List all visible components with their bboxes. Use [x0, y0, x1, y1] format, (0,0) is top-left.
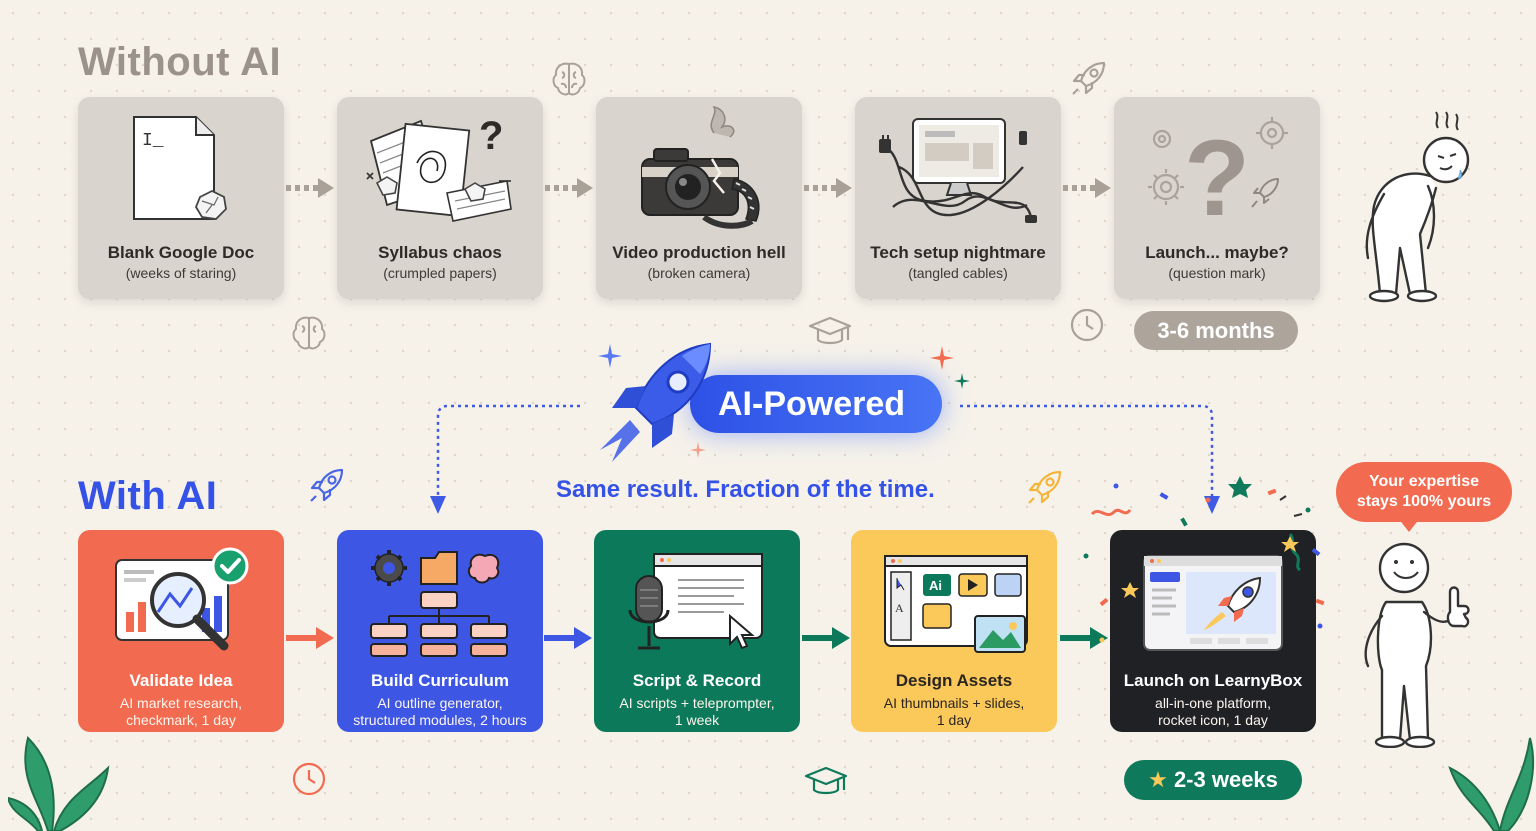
dotted-arrow: [286, 178, 334, 198]
step-title: Syllabus chaos: [378, 243, 502, 262]
microphone-icon: [628, 553, 763, 650]
rocket-icon: [310, 468, 344, 502]
step-title: Design Assets: [895, 671, 1013, 690]
step-build-curriculum: Build Curriculum AI outline generator, s…: [337, 530, 543, 732]
step-subtitle: AI outline generator, structured modules…: [343, 695, 537, 729]
step-subtitle-line: AI outline generator,: [377, 695, 503, 711]
rocket-icon: [600, 342, 712, 462]
step-subtitle-line: structured modules, 2 hours: [353, 712, 527, 728]
brain-icon: [292, 316, 326, 350]
ai-powered-label: AI-Powered: [718, 385, 906, 423]
magnifier-chart-icon: [115, 547, 249, 651]
duration-with-ai: ★ 2-3 weeks: [1124, 760, 1302, 800]
arrow-right-icon: [286, 627, 334, 649]
speech-bubble: Your expertise stays 100% yours: [1336, 462, 1512, 522]
graduation-cap-icon: [808, 316, 852, 345]
question-mark-icon: ?: [1148, 117, 1288, 237]
crumpled-papers-icon: ?: [366, 114, 512, 222]
step-launch-on-learnybox: Launch on LearnyBox all-in-one platform,…: [1110, 530, 1316, 732]
star-icon: ★: [1148, 767, 1168, 792]
graduation-cap-icon: [804, 766, 848, 795]
step-title: Build Curriculum: [371, 671, 509, 690]
step-subtitle-line: 1 day: [936, 712, 972, 728]
step-blank-google-doc: I_ Blank Google Doc (weeks of staring): [78, 97, 284, 299]
svg-text:?: ?: [479, 114, 503, 158]
brain-icon: [552, 62, 586, 96]
svg-text:Ai: Ai: [929, 578, 942, 593]
step-subtitle-line: checkmark, 1 day: [126, 712, 236, 728]
duration-without-ai: 3-6 months: [1134, 311, 1298, 350]
ai-powered-badge: AI-Powered: [690, 375, 942, 433]
tangled-cables-icon: [879, 118, 1037, 223]
svg-text:?: ?: [1184, 117, 1250, 237]
step-title: Validate Idea: [129, 671, 233, 690]
step-validate-idea: Validate Idea AI market research, checkm…: [78, 530, 284, 732]
step-subtitle: (tangled cables): [908, 265, 1008, 281]
step-subtitle-line: AI thumbnails + slides,: [883, 695, 1025, 711]
without-ai-title: Without AI: [78, 40, 282, 84]
arrow-right-icon: [544, 627, 592, 649]
sparkle-icon: [598, 344, 622, 368]
sparkle-icon: [930, 346, 954, 370]
tired-person-illustration: [1365, 111, 1470, 303]
step-subtitle-line: rocket icon, 1 day: [1158, 712, 1268, 728]
happy-person-illustration: [1364, 542, 1470, 748]
plant-leaves-decoration: [8, 736, 110, 831]
step-launch-maybe: ? Launch... maybe? (question mark): [1114, 97, 1320, 299]
step-subtitle-line: all-in-one platform,: [1155, 695, 1271, 711]
step-subtitle: all-in-one platform, rocket icon, 1 day: [1116, 695, 1310, 729]
step-subtitle-line: 1 week: [674, 712, 720, 728]
svg-text:A: A: [895, 601, 904, 615]
svg-text:I_: I_: [142, 131, 164, 151]
step-subtitle-line: AI scripts + teleprompter,: [619, 695, 775, 711]
tagline: Same result. Fraction of the time.: [556, 476, 935, 503]
confetti-decoration: [1083, 476, 1325, 643]
speech-bubble-line: Your expertise: [1369, 473, 1479, 490]
step-script-record: Script & Record AI scripts + teleprompte…: [594, 530, 800, 732]
step-subtitle: (question mark): [1168, 265, 1266, 281]
step-title: Launch on LearnyBox: [1123, 671, 1303, 690]
org-chart-icon: [370, 550, 508, 657]
step-subtitle: AI scripts + teleprompter, 1 week: [600, 695, 794, 729]
step-subtitle: (broken camera): [647, 265, 751, 281]
speech-bubble-line: stays 100% yours: [1356, 493, 1492, 510]
step-title: Script & Record: [632, 671, 762, 690]
plant-leaves-decoration: [1448, 737, 1535, 831]
step-subtitle-line: AI market research,: [119, 695, 243, 711]
duration-with-ai-label: 2-3 weeks: [1173, 767, 1278, 792]
sparkle-icon: [690, 442, 706, 458]
dotted-arrow: [1063, 178, 1111, 198]
rocket-icon: [1072, 61, 1106, 95]
dotted-arrow: [545, 178, 593, 198]
step-subtitle: AI thumbnails + slides, 1 day: [857, 695, 1051, 729]
blank-document-icon: I_: [133, 116, 227, 220]
sparkle-icon: [954, 373, 970, 389]
step-title: Launch... maybe?: [1145, 243, 1289, 262]
step-subtitle: (weeks of staring): [125, 265, 237, 281]
dotted-arrow: [804, 178, 852, 198]
step-subtitle: AI market research, checkmark, 1 day: [84, 695, 278, 729]
clock-icon: [1070, 308, 1104, 342]
step-title: Tech setup nightmare: [870, 243, 1046, 262]
step-video-production-hell: Video production hell (broken camera): [596, 97, 802, 299]
arrow-right-icon: [1060, 627, 1108, 649]
speech-bubble-tail: [1398, 518, 1420, 532]
step-syllabus-chaos: ? Syllabus chaos (crumpled papers): [337, 97, 543, 299]
arrow-right-icon: [802, 627, 850, 649]
step-title: Blank Google Doc: [107, 243, 255, 262]
rocket-screen-icon: [1143, 555, 1283, 651]
design-tool-icon: A Ai: [884, 555, 1028, 653]
step-design-assets: A Ai Design Assets AI thumbnails + slide…: [851, 530, 1057, 732]
step-tech-setup-nightmare: Tech setup nightmare (tangled cables): [855, 97, 1061, 299]
step-title: Video production hell: [612, 243, 786, 262]
rocket-icon: [1028, 470, 1062, 504]
step-subtitle: (crumpled papers): [383, 265, 497, 281]
with-ai-title: With AI: [78, 474, 218, 518]
broken-camera-icon: [641, 105, 760, 229]
clock-icon: [292, 762, 326, 796]
